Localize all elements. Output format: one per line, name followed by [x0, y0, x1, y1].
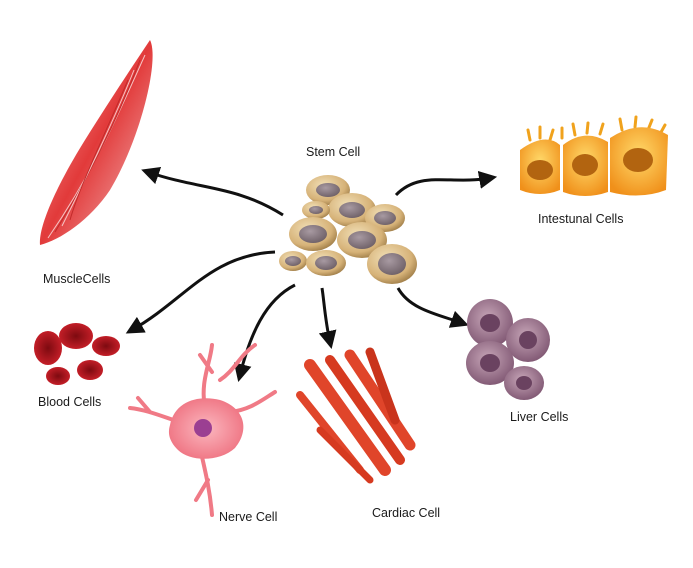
- intestinal-cells-label: Intestunal Cells: [538, 212, 624, 226]
- arrow-to-intestinal: [394, 170, 498, 197]
- stem-cell-label: Stem Cell: [306, 145, 361, 159]
- arrow-to-muscle: [141, 167, 284, 217]
- blood-cells-label: Blood Cells: [38, 395, 102, 409]
- liver-cells-icon: [466, 299, 550, 400]
- cardiac-cell-label: Cardiac Cell: [372, 506, 441, 520]
- arrow-to-cardiac: [318, 287, 337, 350]
- liver-cells-label: Liver Cells: [510, 410, 569, 424]
- intestinal-cells-icon: [520, 115, 668, 196]
- nerve-cell-label: Nerve Cell: [219, 510, 278, 524]
- arrows: [125, 167, 498, 382]
- muscle-cells-label: MuscleCells: [43, 272, 111, 286]
- arrow-to-nerve: [233, 283, 296, 382]
- blood-cells-icon: [34, 323, 120, 385]
- muscle-cell-icon: [39, 40, 153, 245]
- nerve-cell-icon: [128, 343, 277, 517]
- arrow-to-liver: [396, 287, 469, 328]
- cardiac-cell-icon: [296, 347, 416, 484]
- stem-cell-icon: [279, 175, 417, 284]
- arrow-to-blood: [125, 250, 276, 334]
